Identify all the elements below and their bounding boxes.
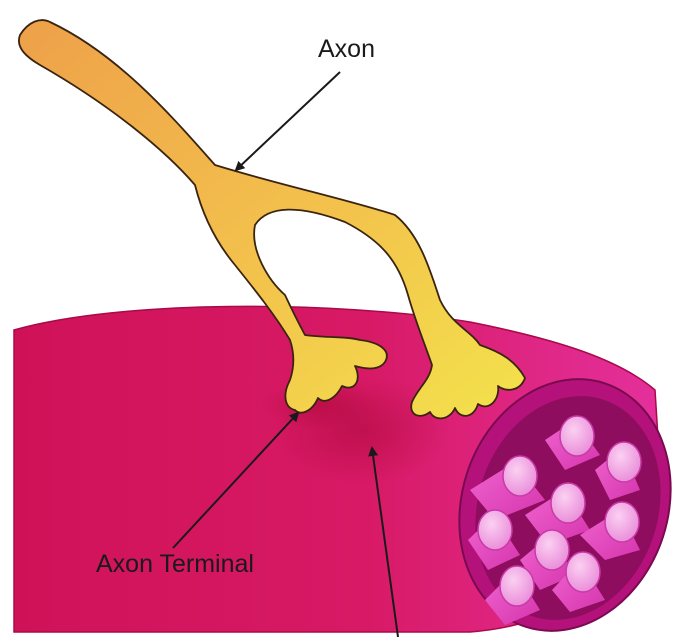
axon-label: Axon (318, 35, 375, 63)
axon-terminal-arrow (172, 411, 300, 549)
myofibril (485, 565, 540, 625)
myofibril (580, 501, 640, 560)
axon-terminal-label: Axon Terminal (96, 550, 254, 578)
myofibrils (468, 415, 642, 625)
myofibril (468, 509, 520, 570)
myofibril (520, 529, 575, 590)
muscle-fiber-arrow (368, 446, 399, 637)
myofibril (595, 441, 642, 500)
annotation-arrows (172, 71, 399, 637)
myofibril (525, 482, 590, 545)
axon-arrow (234, 71, 341, 172)
axon (18, 19, 526, 420)
myofibril (470, 455, 545, 520)
myofibril (552, 551, 605, 612)
myofibril (545, 415, 600, 470)
